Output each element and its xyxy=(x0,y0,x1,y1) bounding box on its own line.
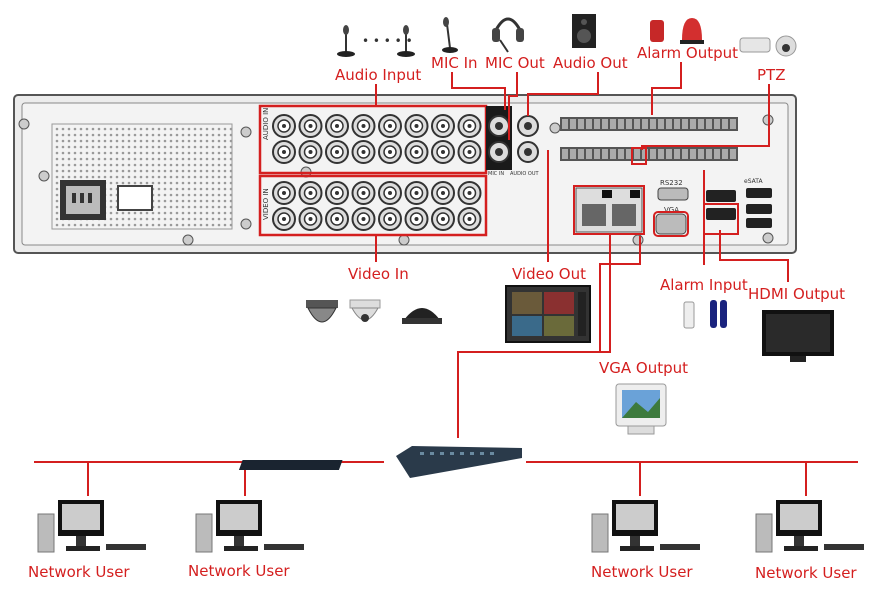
network-user-label: Network User xyxy=(755,564,857,582)
microphone-icon: • • • • • xyxy=(337,25,415,57)
crt-monitor-icon xyxy=(615,383,667,435)
network-user-label: Network User xyxy=(591,563,693,581)
connection-lines xyxy=(34,62,858,496)
desktop-computer-icon xyxy=(755,500,864,553)
audio-in-connectors xyxy=(272,114,482,164)
audio-in-panel-label: AUDIO IN xyxy=(262,108,270,140)
mic-connectors xyxy=(486,106,512,170)
switch-icon xyxy=(238,446,522,478)
tv-icon xyxy=(762,310,834,362)
rs232-label: RS232 xyxy=(660,179,683,187)
microphone-icon xyxy=(442,17,458,53)
vga-output-label: VGA Output xyxy=(599,359,689,377)
video-in-label: Video In xyxy=(348,265,409,283)
dvr-rear-panel: AUDIO IN VIDEO IN MIC IN AUDIO OUT xyxy=(13,94,797,254)
desktop-computer-icon xyxy=(37,500,146,553)
siren-icon xyxy=(650,18,704,44)
vga-panel-label: VGA xyxy=(664,206,679,214)
svg-text:• • • • •: • • • • • xyxy=(362,34,413,48)
video-in-connectors xyxy=(272,181,482,231)
power-socket-icon xyxy=(60,180,106,220)
alarm-input-label: Alarm Input xyxy=(660,276,748,294)
audio-out-label: Audio Out xyxy=(553,54,628,72)
video-out-label: Video Out xyxy=(512,265,586,283)
headset-icon xyxy=(492,17,524,53)
monitor-icon xyxy=(505,285,591,343)
desktop-computer-icon xyxy=(195,500,304,553)
desktop-computer-icon xyxy=(591,500,700,553)
speaker-icon xyxy=(572,14,596,48)
esata-label: eSATA xyxy=(744,178,763,185)
mic-out-label: MIC Out xyxy=(485,54,545,72)
svg-text:MIC IN: MIC IN xyxy=(488,171,504,177)
video-in-panel-label: VIDEO IN xyxy=(262,188,270,220)
power-switch xyxy=(117,185,153,211)
ptz-label: PTZ xyxy=(757,66,786,84)
vga-port xyxy=(653,211,689,237)
svg-text:AUDIO OUT: AUDIO OUT xyxy=(510,171,540,177)
hdmi-output-label: HDMI Output xyxy=(748,285,846,303)
dome-camera-icon xyxy=(306,299,442,324)
network-user-label: Network User xyxy=(28,563,130,581)
door-sensor-icon xyxy=(683,300,727,329)
esata-usb-ports xyxy=(746,188,772,228)
alarm-terminal-blocks xyxy=(560,117,738,161)
ptz-camera-icon xyxy=(739,35,797,57)
network-user-label: Network User xyxy=(188,562,290,580)
mic-in-label: MIC In xyxy=(431,54,478,72)
audio-input-label: Audio Input xyxy=(335,66,422,84)
lan-ports xyxy=(573,185,645,235)
alarm-output-label: Alarm Output xyxy=(637,44,739,62)
